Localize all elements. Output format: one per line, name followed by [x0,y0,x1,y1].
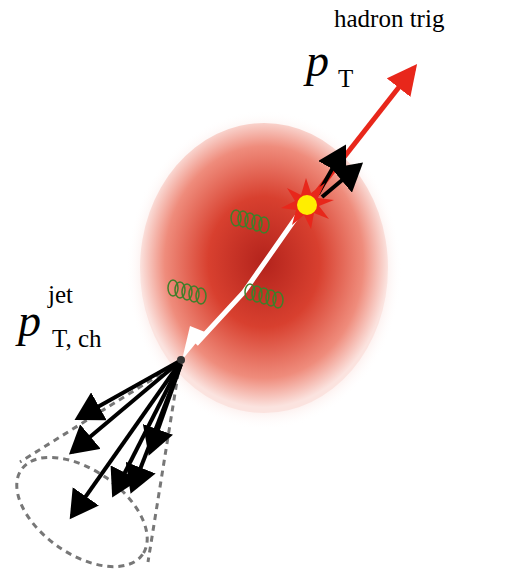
jet-cone [0,362,180,574]
momentum-symbol: p [306,38,329,84]
subscript-label: T [338,66,353,91]
gluon [168,280,206,304]
particle-arrow [322,165,360,197]
trigger-arrow [312,68,414,198]
collision-flash [281,178,334,229]
jet-particles [72,362,181,516]
superscript-label: jet [48,282,73,307]
parton-head [182,326,205,360]
superscript-label: hadron trig [334,6,444,31]
momentum-symbol: p [18,298,41,344]
collision-core [297,195,317,215]
recoil-parton [196,212,300,344]
subscript-label: T, ch [52,326,102,351]
gluon [231,210,269,233]
gluon [245,284,283,308]
